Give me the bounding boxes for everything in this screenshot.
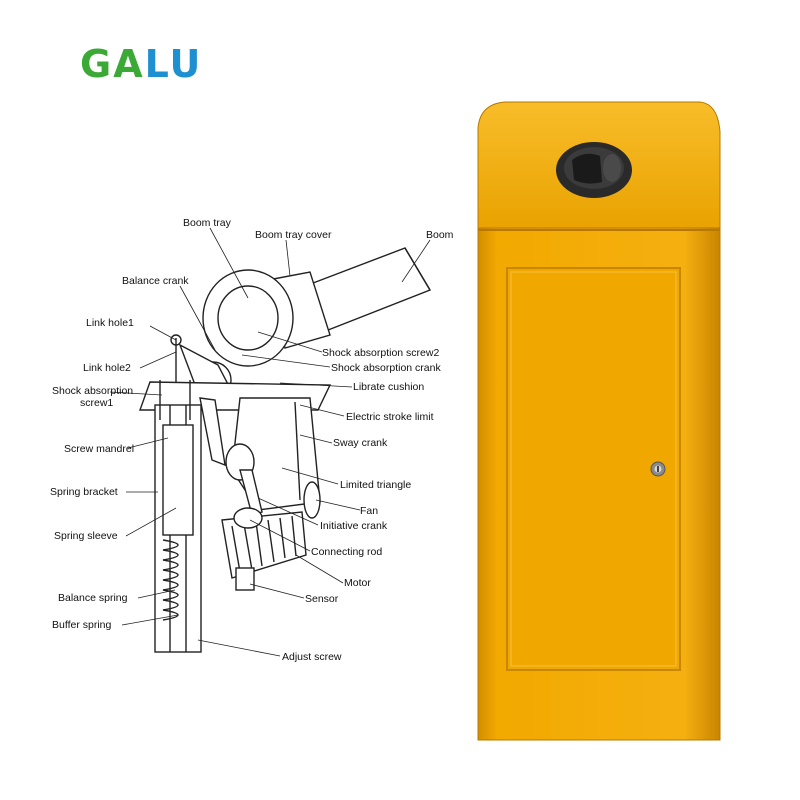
brand-logo-part2: LU: [144, 42, 203, 86]
label-boom-tray: Boom tray: [183, 217, 232, 229]
label-librate-cushion: Librate cushion: [353, 381, 424, 393]
cabinet-lamp: [556, 142, 632, 198]
label-motor: Motor: [344, 577, 371, 589]
label-limited-triangle: Limited triangle: [340, 479, 411, 491]
label-sensor: Sensor: [305, 593, 339, 605]
label-buffer-spring: Buffer spring: [52, 619, 111, 631]
brand-logo: GALU: [80, 42, 202, 86]
label-link-hole1: Link hole1: [86, 317, 134, 329]
label-shock-absorption-screw1-line2: screw1: [80, 397, 113, 409]
label-initiative-crank: Initiative crank: [320, 520, 388, 532]
boom-tray-shape: [202, 269, 294, 367]
label-sway-crank: Sway crank: [333, 437, 388, 449]
label-balance-spring: Balance spring: [58, 592, 128, 604]
balance-spring-shape: [162, 539, 179, 621]
part-labels: Boom tray Boom tray cover Boom Balance c…: [50, 217, 454, 663]
label-screw-mandrel: Screw mandrel: [64, 443, 134, 455]
label-balance-crank: Balance crank: [122, 275, 189, 287]
motor-shape: [221, 507, 307, 591]
label-link-hole2: Link hole2: [83, 362, 131, 374]
label-shock-absorption-screw1-line1: Shock absorption: [52, 385, 133, 397]
label-spring-bracket: Spring bracket: [50, 486, 118, 498]
label-fan: Fan: [360, 505, 378, 517]
label-adjust-screw: Adjust screw: [282, 651, 342, 663]
label-shock-absorption-crank: Shock absorption crank: [331, 362, 441, 374]
mechanism-drawing: [139, 247, 432, 653]
label-boom-tray-cover: Boom tray cover: [255, 229, 332, 241]
brand-logo-part1: GA: [80, 42, 145, 86]
label-boom: Boom: [426, 229, 454, 241]
label-spring-sleeve: Spring sleeve: [54, 530, 118, 542]
label-shock-absorption-screw2: Shock absorption screw2: [322, 347, 439, 359]
leader-lines: [109, 227, 431, 657]
label-electric-stroke-limit: Electric stroke limit: [346, 411, 434, 423]
barrier-cabinet: [477, 101, 721, 741]
door-lock-icon[interactable]: [650, 461, 666, 477]
label-connecting-rod: Connecting rod: [311, 546, 382, 558]
